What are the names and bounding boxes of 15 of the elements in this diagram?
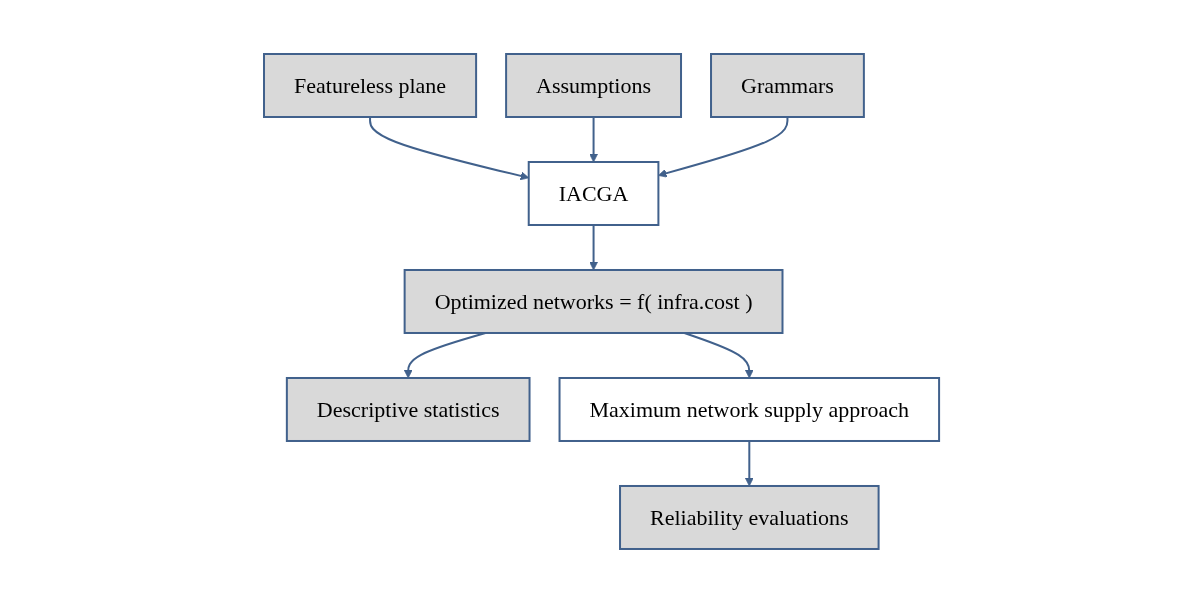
node-box: Maximum network supply approach [559,377,941,442]
node-box: Featureless plane [263,53,478,118]
node-box: Optimized networks = f( infra.cost ) [404,269,784,334]
arrow [369,116,530,181]
node-box: Descriptive statistics [286,377,531,442]
arrow [589,116,599,163]
arrow [404,332,487,379]
node-box: Reliability evaluations [619,485,881,550]
arrow [683,332,755,379]
arrow [745,440,755,487]
node-box: Assumptions [505,53,683,118]
node-box: Grammars [710,53,866,118]
node-box: IACGA [528,161,660,226]
arrow [658,116,789,178]
arrow [589,224,599,271]
